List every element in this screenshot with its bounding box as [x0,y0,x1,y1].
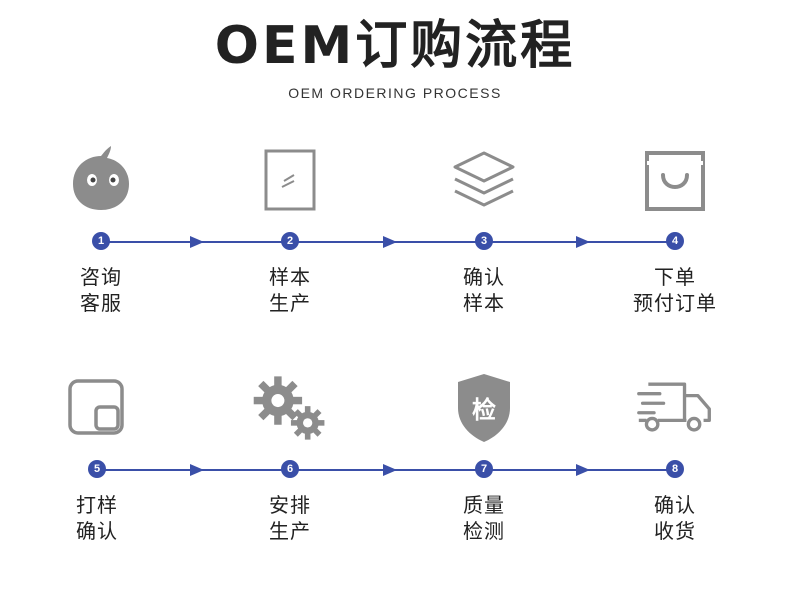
step-number: 5 [88,460,106,478]
step-label: 打样 确认 [76,493,118,543]
layers-icon [444,140,524,220]
step-number: 4 [666,232,684,250]
arrow-icon [383,464,397,476]
shopping-bag-icon [635,140,715,220]
step-label: 质量 检测 [463,493,505,543]
step-label: 确认 样本 [463,265,505,315]
step-number: 1 [92,232,110,250]
arrow-icon [190,464,204,476]
step-label: 确认 收货 [654,493,696,543]
page-subtitle: OEM ORDERING PROCESS [288,85,502,101]
step-number: 7 [475,460,493,478]
arrow-icon [576,236,590,248]
arrow-icon [383,236,397,248]
delivery-truck-icon [635,368,715,448]
inspection-shield-icon: 检 [444,368,524,448]
chat-bubble-icon [61,140,141,220]
step-number: 8 [666,460,684,478]
document-icon [250,140,330,220]
step-label: 样本 生产 [269,265,311,315]
process-row-2: 5 打样 确认 [0,368,790,598]
step-label: 安排 生产 [269,493,311,543]
sample-window-icon [57,368,137,448]
page-title: OEM订购流程 [214,16,576,76]
step-number: 2 [281,232,299,250]
step-number: 6 [281,460,299,478]
arrow-icon [576,464,590,476]
gears-icon [250,368,330,448]
inspection-text: 检 [472,395,496,424]
step-label: 咨询 客服 [80,265,122,315]
arrow-icon [190,236,204,248]
step-label: 下单 预付订单 [633,265,717,315]
step-number: 3 [475,232,493,250]
process-row-1: 1 咨询 客服 2 样本 生产 3 确认 [0,140,790,370]
